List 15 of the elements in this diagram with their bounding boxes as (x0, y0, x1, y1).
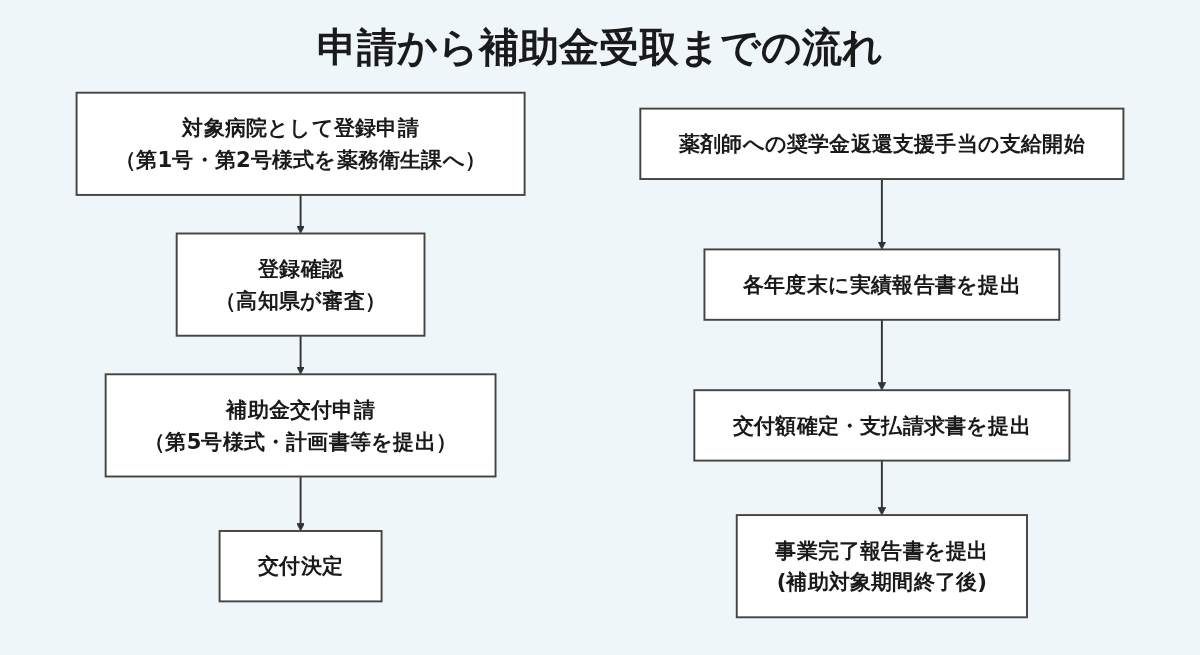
node-box: 補助金交付申請 （第5号様式・計画書等を提出） (104, 373, 497, 478)
arrow (296, 334, 305, 375)
arrow (877, 318, 887, 391)
arrow (877, 459, 887, 516)
node-box: 薬剤師への奨学金返還支援手当の支給開始 (639, 107, 1125, 180)
node-box: 登録確認 （高知県が審査） (175, 232, 426, 337)
arrow (877, 178, 887, 250)
node-box: 各年度末に実績報告書を提出 (703, 248, 1061, 321)
title: 申請から補助金受取までの流れ (317, 23, 883, 72)
arrow (296, 475, 305, 532)
node-box: 事業完了報告書を提出 (補助対象期間終了後) (735, 514, 1028, 619)
node-box: 交付額確定・支払請求書を提出 (693, 389, 1071, 462)
node-box: 対象病院として登録申請 （第1号・第2号様式を薬務衛生課へ） (75, 91, 526, 196)
node-box: 交付決定 (218, 530, 383, 603)
arrow (296, 193, 305, 234)
